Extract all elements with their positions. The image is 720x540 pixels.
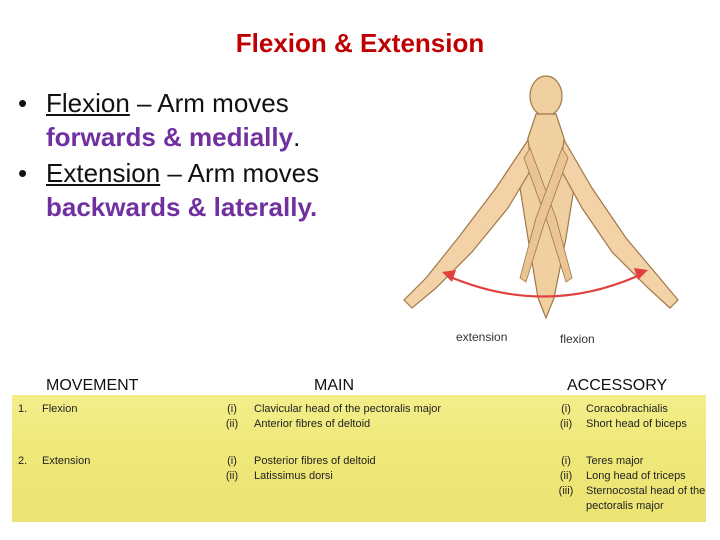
head-shape (529, 75, 563, 117)
row-number: 1. (18, 403, 28, 415)
row-number: 2. (18, 455, 28, 467)
main-muscle: Posterior fibres of deltoid (254, 455, 376, 467)
bullet-text: – Arm moves (129, 88, 289, 118)
arrow-head-left (442, 270, 456, 282)
header-accessory: ACCESSORY (567, 377, 668, 394)
term-extension: Extension (46, 158, 161, 188)
bullet-dot: • (18, 88, 28, 118)
muscle-table: 1. Flexion (i) Clavicular head of the pe… (12, 395, 706, 522)
accessory-index: (i) (561, 455, 571, 467)
arm-extension-shape (403, 138, 533, 309)
accessory-muscle: Teres major (586, 455, 644, 467)
header-main: MAIN (314, 377, 354, 394)
table-line: (ii) Anterior fibres of deltoid (ii) Sho… (12, 418, 706, 433)
bullet-text: – Arm moves (160, 158, 320, 188)
term-flexion: Flexion (46, 88, 130, 118)
bullet-dot: • (18, 158, 28, 188)
bullet-tail: . (293, 122, 301, 152)
accessory-muscle: Short head of biceps (586, 418, 687, 430)
accessory-muscle: Long head of triceps (586, 470, 686, 482)
arm-overlay-shape (519, 147, 569, 283)
main-index: (i) (227, 455, 237, 467)
main-index: (ii) (225, 470, 239, 482)
table-line: (i) Posterior fibres of deltoid (i) Tere… (12, 455, 706, 470)
main-muscle: Latissimus dorsi (254, 470, 333, 482)
table-line: (iii) Sternocostal head of the (12, 485, 706, 500)
accessory-index: (ii) (559, 418, 573, 430)
arm-overlay-shape (523, 147, 573, 283)
bullet-extension: • Extension – Arm moves backwards & late… (18, 156, 348, 224)
row-movement: Flexion (42, 403, 78, 415)
arm-movement-illustration: extension flexion (396, 68, 720, 358)
arrow-head-right (634, 268, 648, 280)
accessory-muscle: pectoralis major (586, 500, 664, 512)
row-movement: Extension (42, 455, 91, 467)
emphasis-text: forwards & medially (46, 122, 294, 152)
table-line: (ii) Latissimus dorsi (ii) Long head of … (12, 470, 706, 485)
bullet-flexion: • Flexion – Arm moves forwards & mediall… (18, 86, 348, 154)
table-row: 2. Extension (i) Posterior fibres of del… (12, 455, 706, 515)
accessory-muscle: Coracobrachialis (586, 403, 668, 415)
accessory-muscle: Sternocostal head of the (586, 485, 706, 497)
body-figure-svg (403, 75, 679, 320)
main-muscle: Anterior fibres of deltoid (254, 418, 371, 430)
slide-title: Flexion & Extension (235, 28, 485, 58)
main-muscle: Clavicular head of the pectoralis major (254, 403, 442, 415)
main-index: (i) (227, 403, 237, 415)
accessory-index: (i) (561, 403, 571, 415)
table-line: (i) Clavicular head of the pectoralis ma… (12, 403, 706, 418)
accessory-index: (iii) (558, 485, 574, 497)
header-movement: MOVEMENT (46, 377, 139, 394)
bullet-list: • Flexion – Arm moves forwards & mediall… (18, 86, 348, 226)
flexion-label: flexion (560, 332, 595, 346)
emphasis-text: backwards & laterally. (46, 192, 318, 222)
extension-label: extension (456, 330, 508, 344)
table-line: pectoralis major (12, 500, 706, 515)
accessory-index: (ii) (559, 470, 573, 482)
movement-arc (447, 272, 643, 298)
arm-flexion-shape (559, 138, 679, 309)
main-index: (ii) (225, 418, 239, 430)
table-row: 1. Flexion (i) Clavicular head of the pe… (12, 403, 706, 433)
